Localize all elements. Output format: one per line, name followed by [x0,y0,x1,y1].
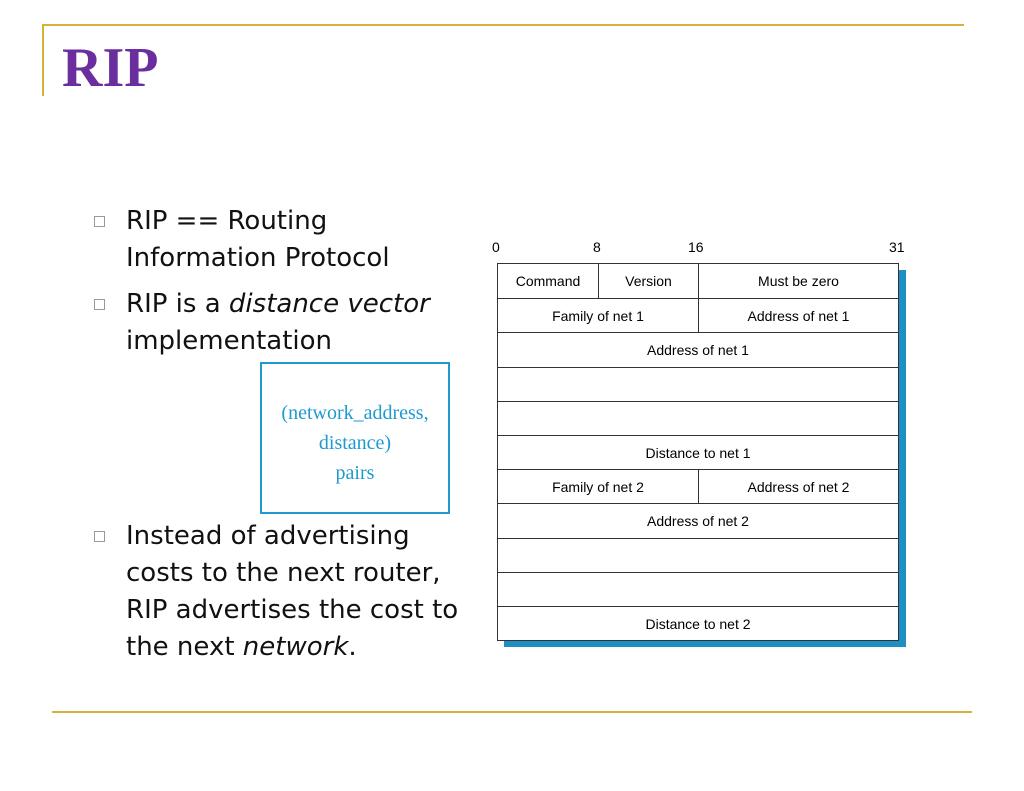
packet-row [498,366,898,402]
packet-field: Family of net 2 [552,479,644,496]
bullet-square-icon [94,531,105,542]
packet-row [498,571,898,607]
bullet-emphasis: network [242,632,349,662]
bit-label: 16 [688,239,704,255]
bullet-text: RIP == Routing Information Protocol [126,203,484,277]
bit-label: 0 [492,239,500,255]
packet-field: Command [515,273,581,290]
packet-field: Address of net 1 [647,342,749,359]
bullet-square-icon [94,216,105,227]
callout-line: (network_address, [281,402,429,424]
packet-field [498,402,898,436]
bit-label: 8 [593,239,601,255]
packet-row: Address of net 1 [498,332,898,367]
packet-field: Address of net 2 [698,470,898,505]
packet-row: Distance to net 1 [498,435,898,470]
bullet-run: RIP == Routing Information Protocol [126,206,390,273]
packet-field [498,573,898,607]
packet-row: Distance to net 2 [498,606,898,641]
callout-line: pairs [335,462,375,484]
bullet-item: Instead of advertising costs to the next… [94,518,484,666]
packet-field: Distance to net 2 [645,616,751,633]
slide-title: RIP [62,37,159,99]
packet-row [498,537,898,573]
bullet-run: RIP is a [126,289,229,319]
callout-box: (network_address, distance) pairs [260,362,450,514]
packet-row: Address of net 2 [498,503,898,538]
bullet-text: Instead of advertising costs to the next… [126,518,484,666]
bit-label: 31 [889,239,905,255]
packet-field: Version [598,264,698,299]
bullet-emphasis: distance vector [228,289,430,319]
bullet-square-icon [94,299,105,310]
packet-field [498,368,898,402]
bullet-item: RIP == Routing Information Protocol [94,203,484,277]
packet-row: Family of net 1 Address of net 1 [498,298,898,334]
packet-field: Family of net 1 [552,308,644,325]
bullet-text: RIP is a distance vector implementation [126,286,484,360]
packet-field: Must be zero [698,264,898,299]
callout-line: distance) [318,432,392,454]
top-border-line [42,24,964,26]
packet-field: Distance to net 1 [645,445,751,462]
packet-field [498,539,898,573]
bullet-run: . [348,632,357,662]
bullet-run: implementation [126,326,333,356]
bullet-item: RIP is a distance vector implementation [94,286,484,360]
packet-field: Address of net 2 [647,513,749,530]
left-border-line [42,24,44,96]
bullet-run: Instead of advertising costs to the next… [126,521,459,662]
packet-field: Address of net 1 [698,299,898,334]
packet-row [498,400,898,436]
bottom-border-line [52,711,972,713]
packet-row: Family of net 2 Address of net 2 [498,469,898,505]
